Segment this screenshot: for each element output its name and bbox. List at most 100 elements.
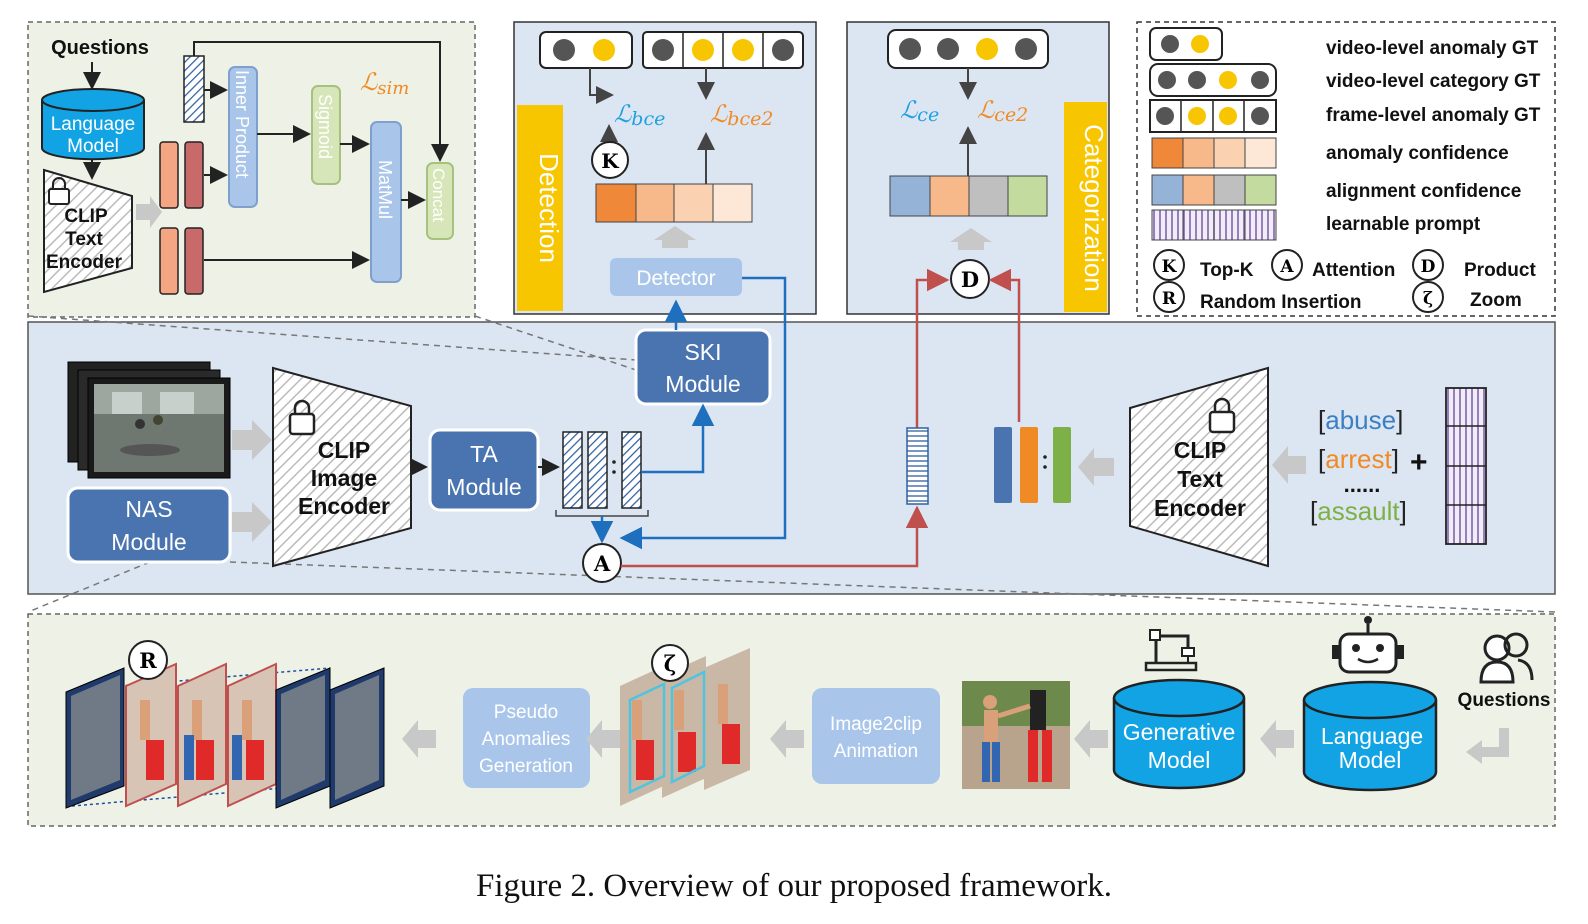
nas-module: [66, 486, 232, 564]
svg-text:R: R: [1162, 289, 1177, 309]
attention-symbol: A: [582, 543, 622, 583]
svg-text:ζ: ζ: [1423, 289, 1433, 309]
clip-image-line1: CLIP: [318, 437, 370, 463]
nas-lm-line2: Model: [1339, 747, 1402, 773]
learnable-prompt: [1445, 387, 1487, 545]
prompt-ellipsis: ......: [1344, 472, 1381, 497]
pseudo-line1: Pseudo: [494, 702, 558, 723]
matmul-block: [370, 121, 402, 283]
generated-image: [962, 681, 1070, 789]
legend-item-1: video-level anomaly GT: [1326, 38, 1539, 59]
ski-detail-panel: Questions Language Model CLIP Text Encod…: [27, 21, 476, 318]
categorization-title: Categorization: [1079, 124, 1109, 292]
image2clip-animation: [812, 688, 940, 784]
ski-questions-label: Questions: [51, 37, 149, 59]
robot-icon: [1332, 616, 1404, 674]
ski-lm-line1: Language: [51, 114, 136, 135]
svg-text:K: K: [1162, 257, 1178, 277]
concat-label: Concat: [429, 168, 448, 222]
legend-item-4: anomaly confidence: [1326, 143, 1509, 164]
zoom-animated-frames: [620, 648, 750, 806]
detection-title: Detection: [534, 153, 564, 263]
pseudo-line3: Generation: [479, 756, 573, 777]
ski-module-line1: SKI: [684, 339, 721, 365]
legend-item-3: frame-level anomaly GT: [1326, 105, 1541, 126]
detector-block: [610, 258, 742, 296]
svg-text:Attention: Attention: [1312, 260, 1395, 281]
zoom-symbol: ζ: [651, 644, 689, 682]
loss-bce: ℒbce: [614, 100, 665, 130]
ski-clip-line3: Encoder: [46, 252, 123, 273]
svg-text:ζ: ζ: [664, 651, 676, 676]
ski-clip-text-encoder: CLIP Text Encoder: [43, 168, 133, 294]
ski-module-line2: Module: [665, 371, 740, 397]
detector-label: Detector: [636, 267, 715, 290]
users-icon: [1479, 632, 1534, 684]
generative-line1: Generative: [1123, 719, 1236, 745]
legend-zoom: ζ Zoom: [1412, 281, 1522, 313]
nas-questions-label: Questions: [1458, 690, 1551, 711]
lock-icon: [1208, 397, 1236, 434]
figure-caption: Figure 2. Overview of our proposed frame…: [476, 868, 1112, 904]
nas-detail-panel: R Pseudo Anomalies Generation ζ Image2cl…: [27, 613, 1556, 827]
nas-lm-line1: Language: [1321, 723, 1423, 749]
ski-clip-line1: CLIP: [64, 206, 108, 227]
svg-text:K: K: [601, 149, 619, 173]
pseudo-anomalies-generation: [463, 688, 590, 788]
clip-text-encoder: CLIP Text Encoder: [1129, 366, 1269, 568]
ski-clip-line2: Text: [65, 229, 103, 250]
matmul-label: MatMul: [375, 160, 395, 219]
sigmoid-block: [311, 85, 341, 185]
generative-model: Generative Model: [1112, 678, 1246, 790]
inner-product-label: Inner Product: [232, 70, 252, 178]
legend-topk: K Top-K: [1153, 249, 1254, 281]
legend-item-6: learnable prompt: [1326, 214, 1481, 235]
image2clip-line2: Animation: [834, 741, 919, 762]
lock-icon: [48, 177, 70, 205]
pseudo-anomaly-clip: [65, 662, 385, 809]
svg-text:Product: Product: [1464, 260, 1536, 281]
legend-random-insertion: R Random Insertion: [1153, 281, 1362, 313]
legend-panel: video-level anomaly GT video-level categ…: [1136, 21, 1556, 317]
svg-text:A: A: [593, 551, 611, 576]
ta-module: [428, 428, 540, 512]
svg-text:A: A: [1279, 257, 1294, 277]
image2clip-line1: Image2clip: [830, 714, 922, 735]
prompt-abuse: [abuse]: [1318, 405, 1403, 435]
main-pipeline-panel: NAS Module CLIP Image Encoder TA Module …: [27, 268, 1556, 613]
nas-module-line2: Module: [111, 529, 186, 555]
robot-arm-icon: [1144, 629, 1198, 672]
return-arrow-icon: [1466, 728, 1509, 764]
clip-text-line3: Encoder: [1154, 495, 1246, 521]
svg-text:Random Insertion: Random Insertion: [1200, 292, 1362, 313]
prompt-arrest: [arrest]: [1318, 444, 1399, 474]
topk-symbol: K: [591, 141, 629, 179]
ta-module-line1: TA: [470, 441, 498, 467]
plus-sign: +: [1410, 446, 1428, 479]
random-insertion-symbol: R: [128, 640, 168, 680]
ski-language-model: Language Model: [41, 88, 145, 161]
generative-line2: Model: [1148, 747, 1211, 773]
inner-product-block: [228, 66, 258, 208]
svg-text:Top-K: Top-K: [1200, 260, 1254, 281]
loss-bce2: ℒbce2: [710, 100, 773, 130]
prompt-assault: [assault]: [1310, 496, 1407, 526]
input-video-frames: [67, 361, 231, 479]
nas-language-model: Language Model: [1302, 680, 1438, 792]
detection-panel: Detection ℒbce ℒbce2 K Detector: [513, 21, 817, 315]
sigmoid-label: Sigmoid: [315, 94, 335, 159]
ski-lm-line2: Model: [67, 136, 119, 157]
legend-attention: A Attention: [1271, 249, 1395, 281]
clip-text-line1: CLIP: [1174, 437, 1226, 463]
clip-text-line2: Text: [1177, 466, 1223, 492]
clip-image-line3: Encoder: [298, 493, 390, 519]
pseudo-line2: Anomalies: [482, 729, 571, 750]
loss-ce: ℒce: [900, 96, 939, 126]
legend-item-2: video-level category GT: [1326, 71, 1541, 92]
loss-sim: ℒsim: [360, 68, 409, 99]
ta-module-line2: Module: [446, 474, 521, 500]
legend-product: D Product: [1412, 249, 1536, 281]
legend-item-5: alignment confidence: [1326, 181, 1521, 202]
svg-text:Zoom: Zoom: [1470, 290, 1522, 311]
